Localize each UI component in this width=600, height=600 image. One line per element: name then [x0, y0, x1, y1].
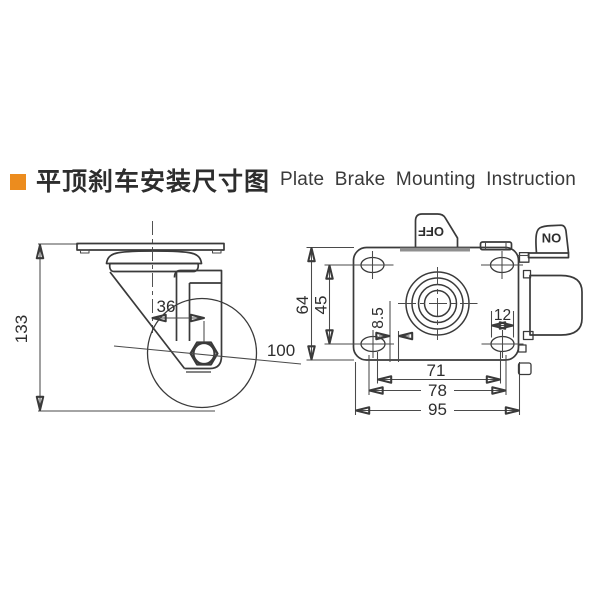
top-plate-section	[76, 242, 225, 254]
bolt-hole-top-right	[481, 251, 523, 279]
bolt-spacing-vertical-dim: 45	[312, 264, 362, 345]
overall-height-dim: 133	[12, 243, 45, 412]
slot-width-dim-label: 8.5	[370, 307, 387, 329]
slot-span-dim-label: 78	[428, 381, 447, 400]
wheel-diameter-dim: 100	[113, 341, 302, 365]
page-title-chinese: 平顶刹车安装尺寸图	[36, 168, 271, 196]
brake-arm	[517, 344, 532, 376]
bolt-hole-bottom-right	[481, 330, 524, 358]
swivel-offset-dim: 36	[151, 297, 206, 342]
fork	[109, 269, 223, 373]
top-view-drawing: 64 45 8.5 12	[293, 213, 583, 419]
plate-height-dim: 64	[293, 246, 354, 361]
plate-hole-mark	[211, 249, 222, 254]
title-bullet-icon	[10, 173, 26, 190]
bolt-spacing-horizontal-dim: 71	[376, 352, 502, 384]
plate-edge-shading	[400, 247, 470, 252]
wheel-circle	[146, 297, 258, 409]
overall-height-dim-label: 133	[12, 315, 31, 343]
mounting-plate	[352, 246, 520, 361]
swivel-offset-dim-label: 36	[157, 297, 176, 316]
brake-housing	[479, 241, 513, 251]
plate-height-dim-label: 64	[293, 296, 312, 315]
wheel-top-view	[522, 269, 583, 341]
slot-width-dim: 8.5	[370, 301, 414, 362]
brake-pedal-off: OFF	[414, 213, 459, 248]
swivel-hub-circles	[398, 267, 478, 340]
plate-width-dim-label: 95	[428, 400, 447, 419]
bolt-spacing-vertical-dim-label: 45	[312, 296, 331, 315]
title-row: 平顶刹车安装尺寸图 Plate Brake Mounting Instructi…	[10, 162, 576, 198]
brake-on-label: ON	[542, 231, 562, 246]
brake-pedal-on: ON	[518, 224, 570, 263]
wheel-diameter-dim-label: 100	[267, 341, 295, 360]
plate-width-dim: 95	[354, 362, 521, 419]
side-view-drawing: 133	[12, 221, 302, 412]
fork-front-edge	[109, 271, 186, 370]
slot-span-dim: 78	[368, 355, 507, 400]
page-title-english: Plate Brake Mounting Instruction	[280, 169, 577, 190]
slot-length-dim-label: 12	[494, 307, 511, 324]
brake-off-label: OFF	[418, 224, 444, 239]
slot-length-dim: 12	[490, 307, 515, 338]
swivel-head	[105, 250, 203, 273]
bolt-spacing-horizontal-dim-label: 71	[427, 361, 446, 380]
plate-hole-mark	[79, 249, 90, 254]
